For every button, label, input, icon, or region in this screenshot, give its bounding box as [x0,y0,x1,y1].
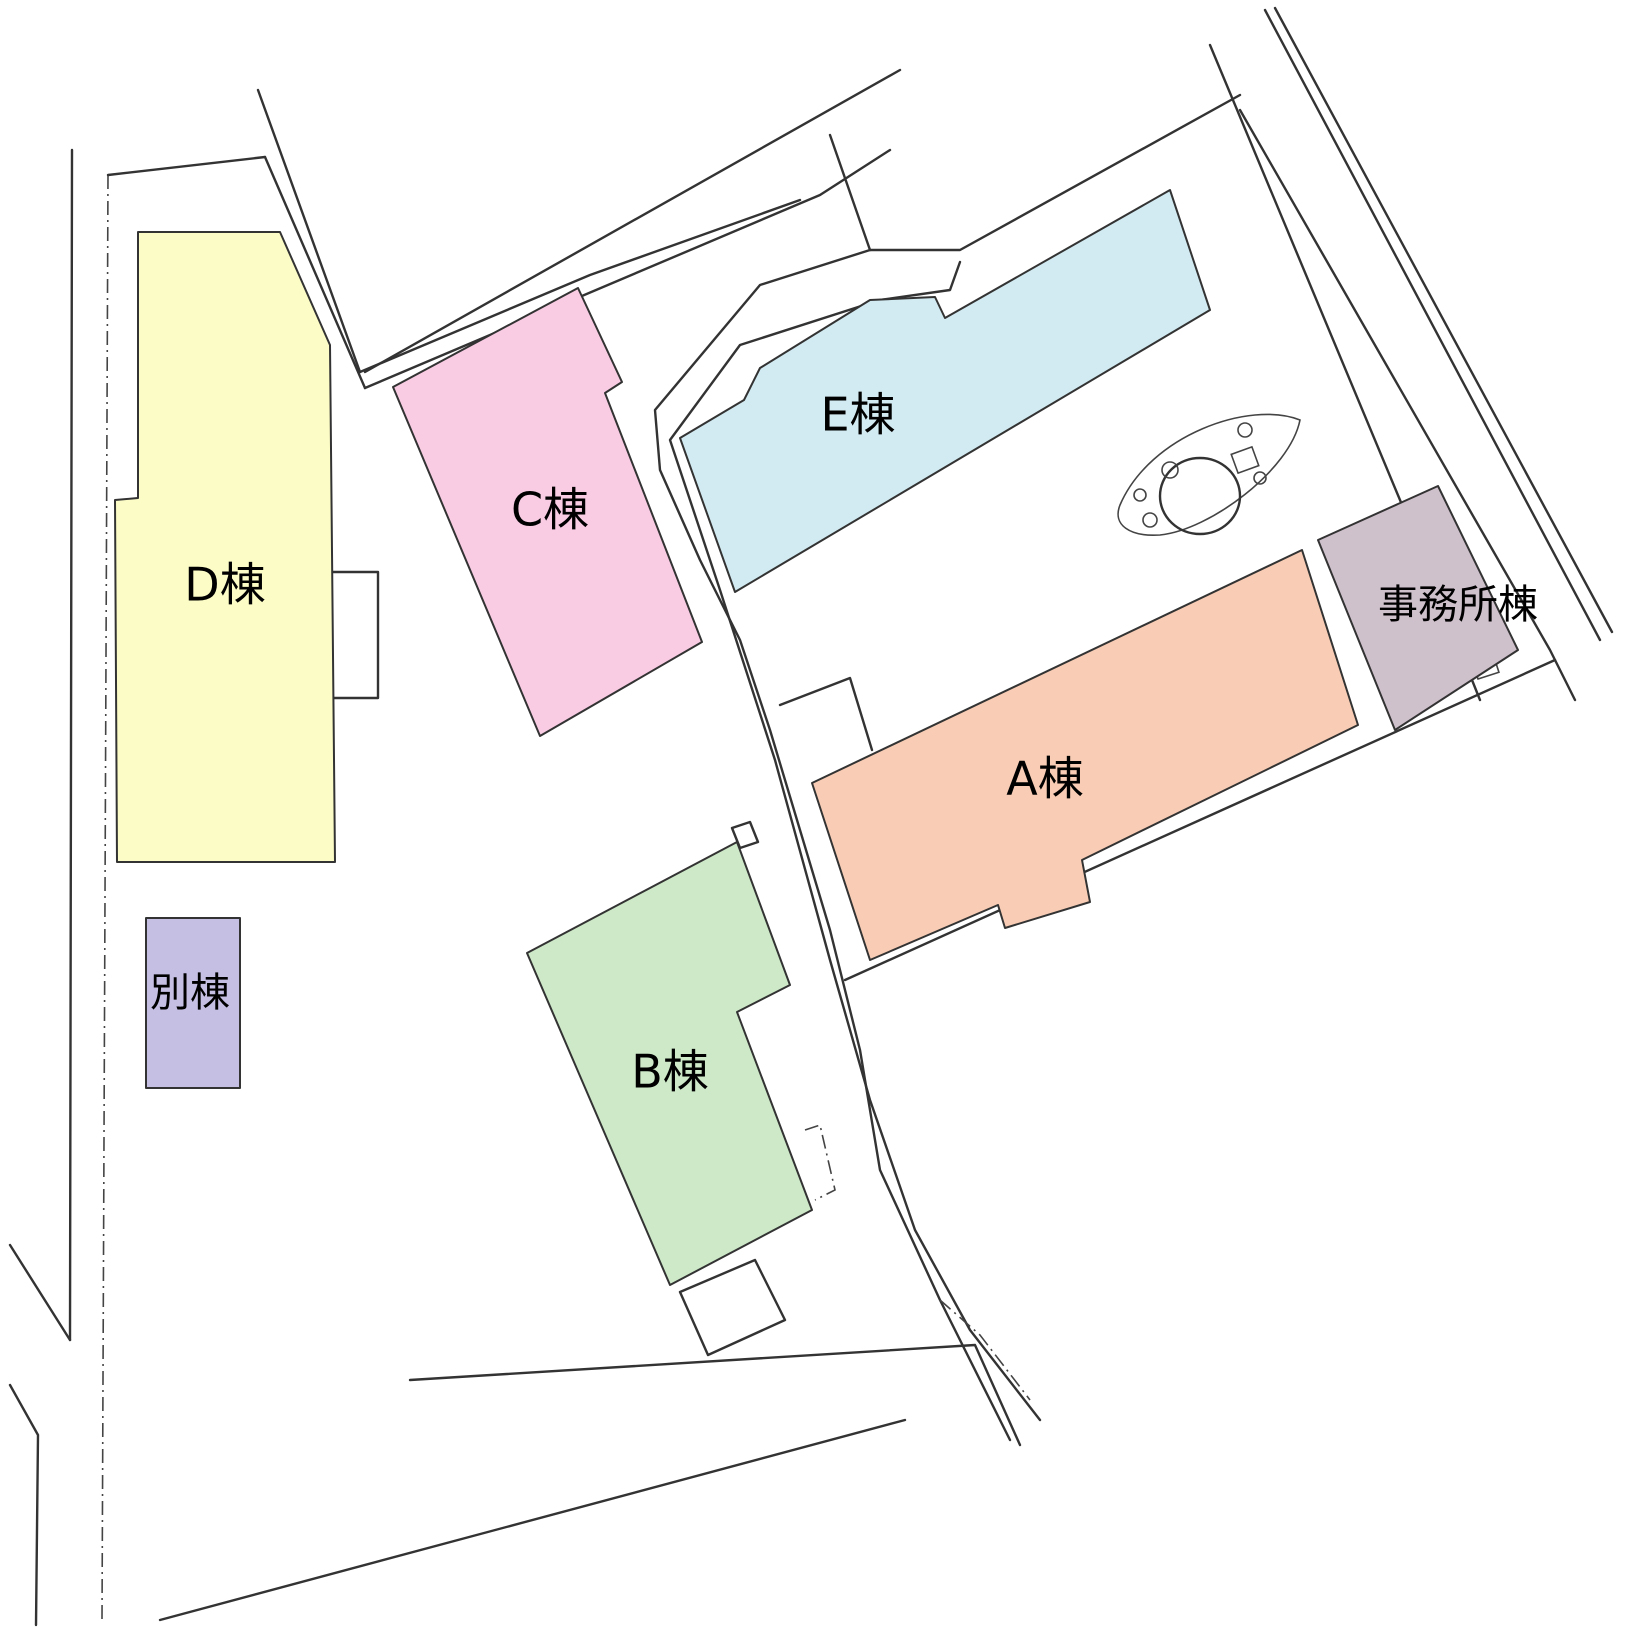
building-c[interactable] [392,287,703,737]
label-office: 事務所棟 [1378,582,1538,628]
roundabout-outline [1117,413,1301,536]
b-east-structure [804,1123,836,1201]
planter-5 [1133,488,1147,502]
building-e[interactable] [679,189,1211,593]
bottom-road-lower [158,1418,907,1622]
label-c: C棟 [511,483,589,537]
label-d: D棟 [184,558,265,612]
right-rail-line-1 [1263,8,1602,642]
planter-3 [1142,512,1158,528]
top-boundary-guide [260,55,905,93]
bottom-road-upper [408,1343,1022,1447]
lower-road-curb [939,1299,1031,1401]
left-road-edge [68,148,74,1342]
building-a[interactable] [811,549,1359,961]
upper-road-top-edge [358,198,802,374]
planter-1 [1161,461,1179,479]
upper-road-outer [363,68,902,374]
building-annex[interactable] [145,917,241,1089]
b-south-structure [678,1258,787,1357]
upper-road-left-inner [263,155,367,390]
site-linework [8,6,1614,1627]
fountain-kiosk [1230,445,1260,475]
planter-2 [1237,422,1253,438]
upper-road-left-edge [256,88,362,374]
top-left-boundary [106,155,267,177]
building-office[interactable] [1317,485,1519,731]
left-site-boundary [101,174,109,1621]
label-b: B棟 [631,1045,709,1099]
d-annex-structure [328,570,380,700]
label-annex: 別棟 [150,970,230,1016]
building-d[interactable] [114,231,336,863]
upper-road-right [868,93,1242,252]
building-labels: D棟 C棟 E棟 A棟 事務所棟 B棟 別棟 [150,388,1538,1099]
bottom-site-boundary [160,1335,955,1620]
label-a: A棟 [1006,752,1083,806]
upper-road-branch [828,133,872,252]
fountain-circle [1158,456,1242,536]
buildings [114,189,1519,1286]
fountain-roundabout [1117,413,1301,536]
right-rail-line-2 [1273,6,1614,634]
planter-4 [1253,471,1267,485]
right-inner-edge [1238,108,1577,702]
lower-left-edge [8,1243,72,1342]
a-west-structure [778,676,874,752]
lower-left-edge-2 [8,1383,40,1627]
lower-right-boundary [843,658,1557,982]
label-e: E棟 [820,388,895,442]
central-road-left-edge [653,248,1012,1442]
building-b[interactable] [526,841,813,1286]
